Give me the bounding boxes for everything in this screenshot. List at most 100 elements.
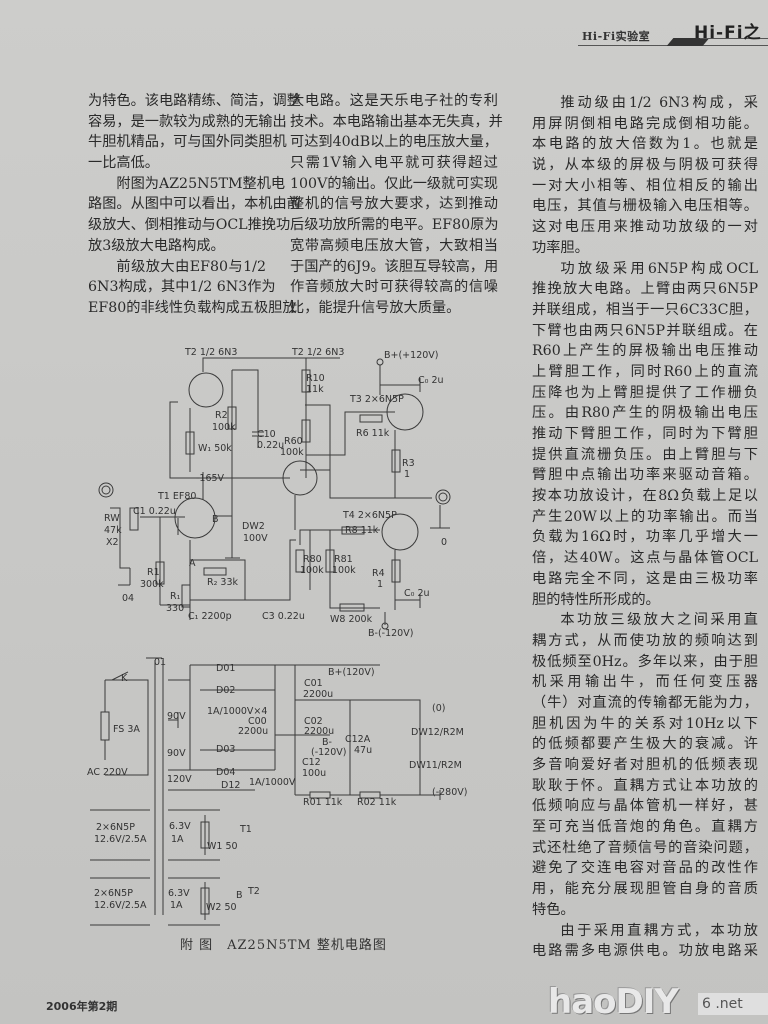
component-label: R8 11k <box>345 525 379 536</box>
component-label: B <box>212 514 219 525</box>
component-label: R80 <box>303 554 322 565</box>
component-label: R6 11k <box>356 428 390 439</box>
text-line: 说，从本级的屏极与阴极可获得 <box>532 157 758 174</box>
text-line: 臂胆中点输出功率来驱动音箱。 <box>532 467 758 484</box>
text-line: 电路完全不同，这是由三极功率 <box>532 570 758 587</box>
text-line: 电路需多电源供电。功放电路采 <box>532 943 758 960</box>
component-label: W8 200k <box>330 614 373 625</box>
component-label: 100k <box>300 565 324 576</box>
component-label: W2 50 <box>206 902 237 913</box>
text-line: 后级功放所需的电平。EF80原为 <box>290 217 499 234</box>
component-label: 11k <box>306 384 324 395</box>
text-line: 用，能充分展现胆管自身的音质 <box>532 881 758 898</box>
component-label: W₁ 50k <box>198 443 232 454</box>
component-label: 100u <box>302 768 326 779</box>
component-label: B+(+120V) <box>384 350 438 361</box>
text-line: 胆的特性所形成的。 <box>532 591 660 608</box>
component-label: 100k <box>332 565 356 576</box>
component-label: X2 <box>106 537 119 548</box>
text-line: 提供直流栅负压。由上臂胆与下 <box>532 446 758 463</box>
text-line: 一比高低。 <box>88 155 159 172</box>
text-line: 下臂也由两只6N5P并联组成。在 <box>532 322 758 339</box>
component-label: FS 3A <box>113 724 140 735</box>
component-label: C01 <box>304 678 323 689</box>
component-label: R₁ <box>170 591 181 602</box>
text-column-1: 为特色。该电路精练、简洁，调整容易，是一款较为成熟的无输出牛胆机精品，可与国外同… <box>88 91 301 319</box>
component-label: W1 50 <box>207 841 238 852</box>
text-line: 牛胆机精品，可与国外同类胆机 <box>88 134 287 151</box>
component-label: T2 <box>247 886 260 897</box>
component-label: B-(-120V) <box>368 628 413 639</box>
component-label: 0 <box>441 537 447 548</box>
text-line: 式还杜绝了音频信号的音染问题， <box>532 839 758 856</box>
component-label: 6.3V <box>168 888 190 899</box>
component-label: (-280V) <box>432 787 467 798</box>
component-label: C02 <box>304 716 323 727</box>
component-label: T1 EF80 <box>157 491 196 502</box>
text-line: 特色。 <box>532 901 575 918</box>
component-label: 1A <box>171 834 184 845</box>
component-label: 12.6V/2.5A <box>94 834 147 845</box>
text-line: 比，能提升信号放大质量。 <box>290 299 461 316</box>
text-line: 电压，其值与栅极输入电压相等。 <box>532 198 758 215</box>
component-label: C10 <box>257 429 276 440</box>
component-label: C12 <box>302 757 321 768</box>
text-line: 放3级放大电路构成。 <box>88 237 225 254</box>
component-label: AC 220V <box>87 767 128 778</box>
component-label: 2200u <box>303 689 333 700</box>
component-label: 100V <box>243 533 268 544</box>
component-label: 90V <box>167 748 186 759</box>
text-line: R60上产生的屏极输出电压推动 <box>532 343 758 360</box>
text-line: 产生20W以上的功率输出。而当 <box>532 508 758 525</box>
component-label: 1 <box>404 469 410 480</box>
text-line: 低频响应与晶体管机一样好，甚 <box>532 798 758 815</box>
text-line: 容易，是一款较为成熟的无输出 <box>88 113 287 130</box>
schematic-wires <box>90 357 451 926</box>
text-line: 推动级由1/2 6N3构成，采 <box>560 95 758 111</box>
text-line: 于国产的6J9。该胆互导较高，用 <box>290 258 499 275</box>
header-rule-2 <box>700 38 768 39</box>
issue-footer: 2006年第2期 <box>46 1000 118 1013</box>
component-label: C00 <box>248 716 267 727</box>
text-line: 倍，达40W。这点与晶体管OCL <box>532 550 758 567</box>
component-label: D12 <box>221 780 240 791</box>
component-label: -165V <box>196 473 225 484</box>
component-label: R81 <box>334 554 353 565</box>
component-label: R01 11k <box>303 797 343 808</box>
text-line: 只需1V输入电平就可获得超过 <box>290 155 498 172</box>
component-label: T4 2×6N5P <box>342 510 397 521</box>
component-label: 47k <box>104 525 122 536</box>
text-line: 压。由R80产生的阴极输出电压 <box>532 405 758 422</box>
component-label: 01 <box>154 657 166 668</box>
component-label: 120V <box>167 774 192 785</box>
component-label: 2×6N5P <box>94 888 133 899</box>
text-line: 用屏阴倒相电路完成倒相功能。 <box>532 115 758 132</box>
text-line: 大电路。这是天乐电子社的专利 <box>290 93 498 109</box>
component-label: 100k <box>212 422 236 433</box>
text-line: 按本功放设计，在8Ω负载上足以 <box>532 488 758 505</box>
component-label: 2200u <box>238 726 268 737</box>
component-label: C₀ 2u <box>418 375 444 386</box>
component-label: 1A/1000V×4 <box>207 706 267 717</box>
text-line: 整机的信号放大要求，达到推动 <box>290 196 498 213</box>
text-line: 至可充当低音炮的角色。直耦方 <box>532 819 758 836</box>
component-label: D03 <box>216 744 235 755</box>
text-line: 作音频放大时可获得较高的信噪 <box>290 279 498 296</box>
text-line: 可达到40dB以上的电压放大量， <box>290 134 498 151</box>
text-line: 的低频都要产生极大的衰减。许 <box>532 736 758 753</box>
text-line: 并联组成，相当于一只6C33C胆， <box>532 301 758 318</box>
component-label: DW2 <box>242 521 265 532</box>
component-label: R10 <box>306 373 325 384</box>
component-label: R₂ 33k <box>207 577 239 588</box>
text-line: 级放大、倒相推动与OCL推挽功 <box>88 217 291 234</box>
component-label: 100k <box>280 447 304 458</box>
component-label: 12.6V/2.5A <box>94 900 147 911</box>
text-column-2: 大电路。这是天乐电子社的专利技术。本电路输出基本无失真，并可达到40dB以上的电… <box>290 91 503 319</box>
text-line: 上臂胆工作，同时R60上的直流 <box>532 363 758 380</box>
component-label: 300k <box>140 579 164 590</box>
component-label: R3 <box>402 458 415 469</box>
component-label: D02 <box>216 685 235 696</box>
component-label: T3 2×6N5P <box>349 394 404 405</box>
component-label: B <box>236 890 243 901</box>
component-label: 1 <box>377 579 383 590</box>
